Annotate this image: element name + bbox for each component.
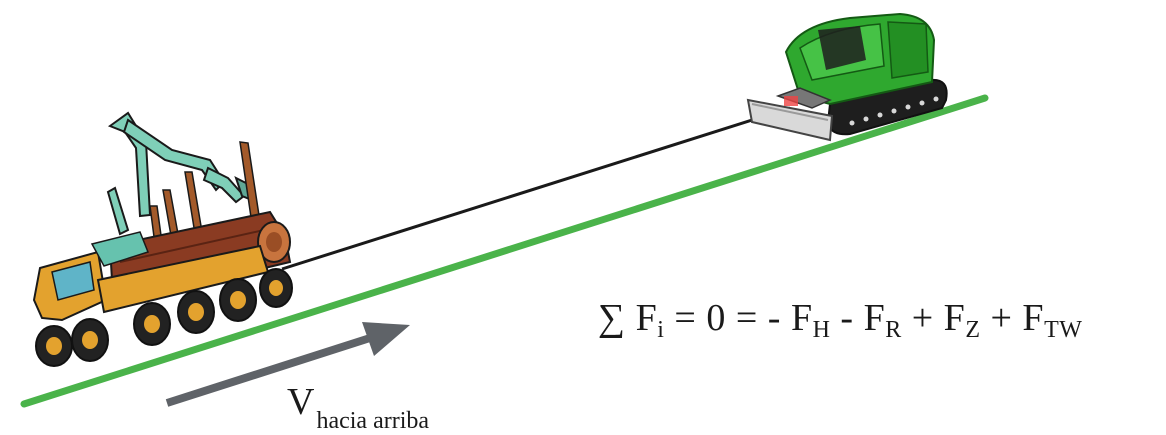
velocity-arrow — [165, 322, 410, 407]
sum-symbol: ∑ — [598, 297, 626, 339]
forwarder-icon — [32, 111, 293, 367]
slope-line — [20, 94, 989, 408]
force-i: Fi — [635, 297, 665, 343]
equals-zero: = 0 = — [664, 297, 768, 339]
force-h: FH — [790, 297, 831, 343]
traction-winch-icon — [746, 12, 948, 142]
force-tw: FTW — [1022, 297, 1083, 343]
velocity-symbol: V — [287, 381, 315, 423]
force-r: FR — [863, 297, 902, 343]
velocity-label: Vhacia arriba — [287, 380, 429, 434]
force-z: FZ — [943, 297, 981, 343]
cable-line — [281, 106, 791, 271]
velocity-subscript: hacia arriba — [316, 408, 430, 434]
force-balance-equation: ∑ Fi = 0 = - FH - FR + FZ + FTW — [598, 297, 1083, 343]
